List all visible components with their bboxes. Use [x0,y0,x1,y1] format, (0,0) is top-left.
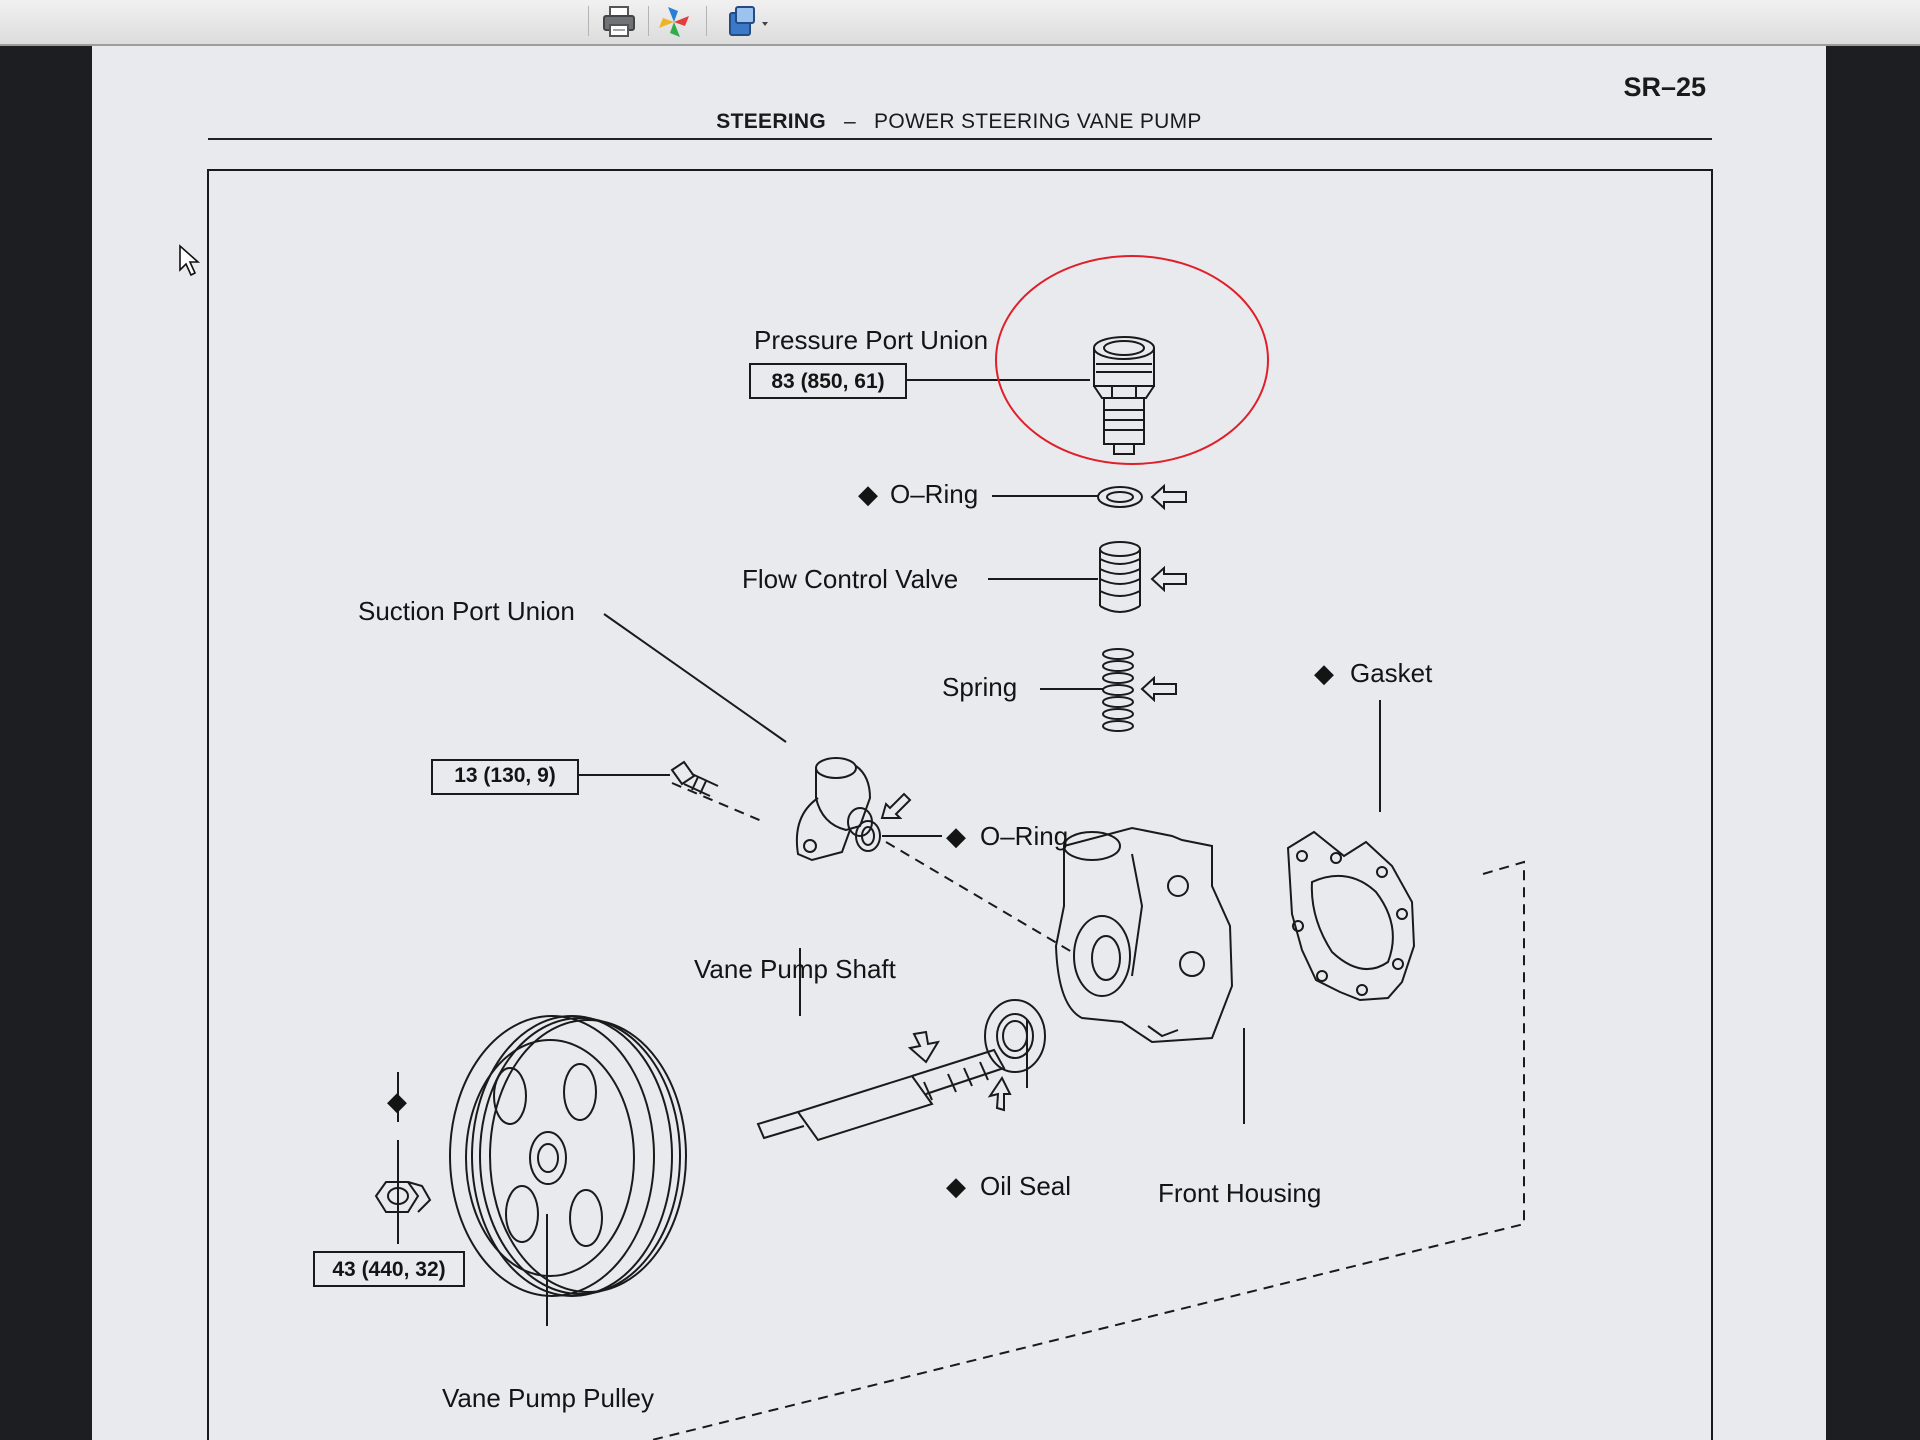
page-code: SR–25 [1623,72,1706,102]
flow-control-valve-part [1099,541,1141,613]
vane-pump-shaft-part [756,1048,1006,1142]
install-arrow [1150,565,1187,593]
page-header: STEERING–POWER STEERING VANE PUMP [92,110,1826,134]
header-rule [208,138,1712,140]
nut-part [374,1181,432,1213]
dashed-assembly-line [671,782,765,823]
viewer-background-right [1826,46,1920,1440]
spring-part [1102,648,1134,732]
leader-line [603,613,787,743]
mouse-pointer-icon [179,244,201,277]
label-front-housing: Front Housing [1158,1178,1321,1208]
front-housing-part [1054,826,1234,1044]
marker-gasket: ◆ [1314,658,1334,688]
torque-box-suction-bolt [431,759,579,795]
toolbar-separator [648,6,649,36]
torque-pulley-nut: 43 (440, 32) [332,1258,445,1281]
subsection-title: POWER STEERING VANE PUMP [874,110,1202,133]
diagram-frame [207,169,1713,1440]
label-vane-pump-shaft: Vane Pump Shaft [694,954,897,984]
label-o-ring-top: O–Ring [890,479,978,509]
share-button[interactable] [722,3,772,41]
marker-pulley-nut: ◆ [387,1086,407,1116]
install-arrow [907,1030,941,1064]
header-dash: – [844,110,857,133]
torque-box-pulley-nut [313,1251,465,1287]
bolt-part [670,760,719,797]
label-vane-pump-pulley: Vane Pump Pulley [442,1383,654,1413]
label-o-ring-mid: O–Ring [980,821,1068,851]
dashed-assembly-line [885,841,1073,953]
label-pressure-port-union: Pressure Port Union [754,325,988,355]
pinwheel-icon [659,7,689,37]
dashed-assembly-line [651,860,1525,1440]
toolbar-separator [706,6,707,36]
pressure-port-union-part [1093,336,1155,455]
o-ring-top-part [1097,486,1143,508]
torque-suction-bolt: 13 (130, 9) [454,764,556,787]
vane-pump-pulley-part [449,1015,687,1297]
viewer-background-left [0,46,92,1440]
print-button[interactable] [600,3,640,41]
label-oil-seal: Oil Seal [980,1171,1071,1201]
manual-page: SR–25 STEERING–POWER STEERING VANE PUMP [92,46,1826,1440]
oil-seal-part [984,999,1046,1073]
install-arrow [1150,483,1187,511]
share-icon [729,6,768,36]
install-arrow [1140,675,1177,703]
install-arrow [987,1076,1012,1112]
marker-o-ring-top: ◆ [858,479,878,509]
section-title: STEERING [716,110,827,133]
torque-box-pressure-port [749,363,907,399]
gasket-part [1286,830,1416,1002]
suction-port-union-part [795,757,873,862]
marker-o-ring-mid: ◆ [946,821,966,851]
label-suction-port-union: Suction Port Union [358,596,575,626]
marker-oil-seal: ◆ [946,1171,966,1201]
install-arrow [880,792,912,819]
highlight-circle [995,255,1269,465]
toolbar-separator [588,6,589,36]
o-ring-mid-part [855,820,881,852]
viewer-toolbar [0,0,1920,46]
label-flow-control-valve: Flow Control Valve [742,564,958,594]
label-gasket: Gasket [1350,658,1433,688]
printer-icon [603,6,635,37]
pinwheel-button[interactable] [654,3,694,41]
exploded-parts-diagram: Pressure Port Union 83 (850, 61) ◆ O–Rin… [207,169,1713,1440]
torque-pressure-port: 83 (850, 61) [771,370,884,393]
label-spring: Spring [942,672,1017,702]
